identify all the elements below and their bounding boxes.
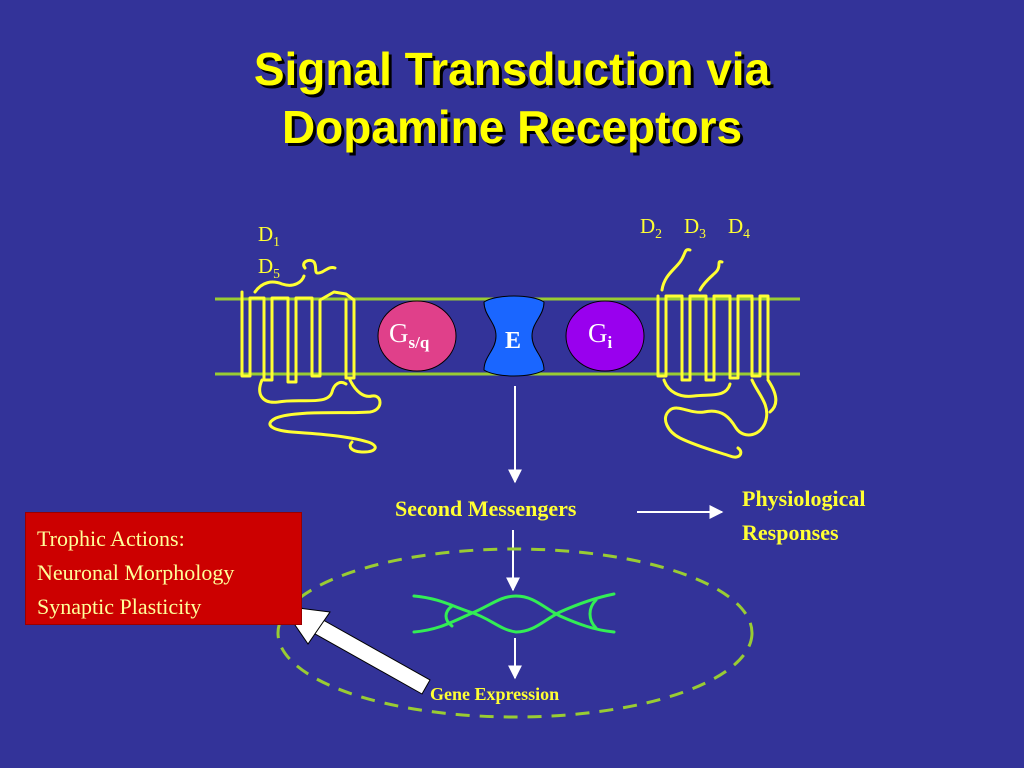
second-messengers-label: Second Messengers <box>395 496 577 521</box>
gi-label: Gi <box>588 318 612 353</box>
label-d1: D1 <box>258 222 280 250</box>
receptor-right <box>656 248 778 459</box>
label-d1-sub: 1 <box>273 233 280 249</box>
label-d4-sub: 4 <box>743 225 750 241</box>
label-d5: D5 <box>258 254 280 282</box>
label-d4-base: D <box>728 214 744 238</box>
slide-title: Signal Transduction via Dopamine Recepto… <box>0 40 1024 156</box>
title-line-2: Dopamine Receptors <box>281 101 743 153</box>
label-d5-base: D <box>258 254 274 278</box>
title-line-1: Signal Transduction via <box>253 43 771 95</box>
physiological-line-2: Responses <box>742 520 839 545</box>
physiological-responses-label: Physiological Responses <box>742 482 865 550</box>
physiological-line-1: Physiological <box>742 486 866 511</box>
label-d3-base: D <box>684 214 700 238</box>
gi-protein <box>565 300 645 372</box>
label-d2-base: D <box>640 214 656 238</box>
receptor-left <box>240 258 382 454</box>
label-d3: D3 <box>684 214 706 242</box>
trophic-line-2: Neuronal Morphology <box>37 560 235 585</box>
trophic-arrow <box>280 605 431 695</box>
label-d1-base: D <box>258 222 274 246</box>
gene-expression-label: Gene Expression <box>430 684 560 704</box>
gi-label-sub: i <box>607 332 613 352</box>
nucleus-outline <box>276 547 754 719</box>
gsq-label-sub: s/q <box>408 332 430 352</box>
label-d3-sub: 3 <box>699 225 706 241</box>
gsq-protein <box>377 300 457 372</box>
label-d2: D2 <box>640 214 662 242</box>
gi-label-base: G <box>588 318 608 348</box>
effector-label: E <box>505 328 522 354</box>
gsq-label: Gs/q <box>389 318 429 353</box>
effector-protein <box>483 295 545 377</box>
gsq-label-base: G <box>389 318 409 348</box>
trophic-line-1: Trophic Actions: <box>37 526 185 551</box>
label-d5-sub: 5 <box>273 265 280 281</box>
trophic-line-3: Synaptic Plasticity <box>37 594 202 619</box>
dna-helix <box>412 592 616 634</box>
trophic-actions-box: Trophic Actions: Neuronal Morphology Syn… <box>25 512 302 625</box>
label-d4: D4 <box>728 214 750 242</box>
label-d2-sub: 2 <box>655 225 662 241</box>
